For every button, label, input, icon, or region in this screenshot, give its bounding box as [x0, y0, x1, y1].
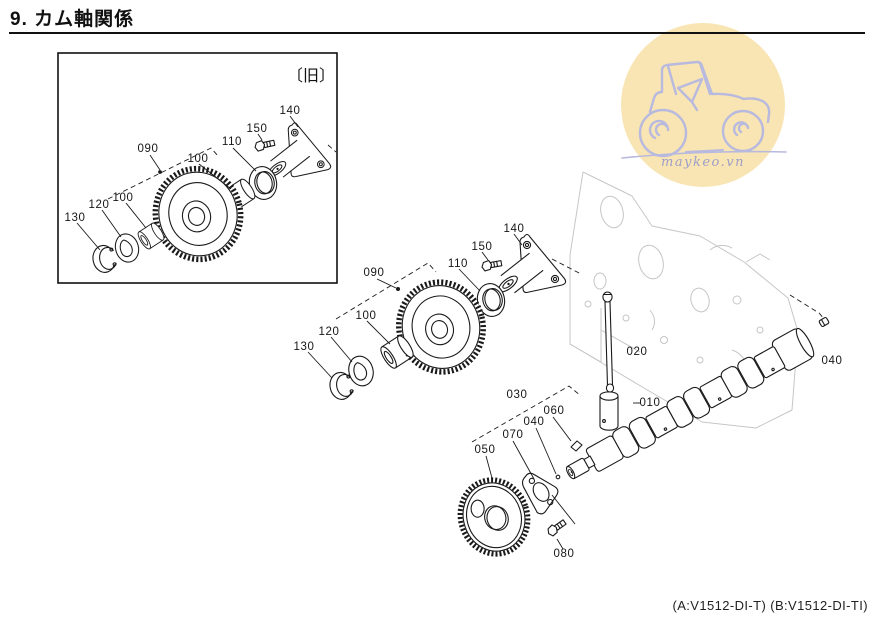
leader-lines [485, 402, 641, 550]
inset-old-version: 〔旧〕 130 120 100 090 100 110 150 140 [57, 52, 338, 284]
callout-010: 010 [640, 397, 661, 409]
inset-callouts: 130 120 100 090 100 110 150 140 [65, 105, 301, 224]
callout-090: 090 [364, 267, 385, 279]
callout-100: 100 [356, 310, 377, 322]
callout-140: 140 [280, 105, 301, 117]
callout-100a: 100 [188, 153, 209, 165]
callout-090: 090 [138, 143, 159, 155]
callout-070: 070 [503, 429, 524, 441]
main-callouts: 130 120 100 090 110 150 140 [294, 223, 525, 353]
shaft-center-mark [555, 474, 561, 480]
witness-line [327, 144, 337, 153]
callout-100b: 100 [113, 192, 134, 204]
witness-line [107, 147, 220, 200]
inset-tag-old: 〔旧〕 [287, 67, 335, 85]
leader-dot [158, 170, 162, 174]
push-rod-020 [602, 291, 615, 393]
witness-line [551, 258, 582, 275]
model-code-note: (A:V1512-DI-T) (B:V1512-DI-TI) [672, 598, 868, 613]
witness-line [789, 294, 827, 322]
camshaft-040 [565, 327, 815, 480]
callout-150: 150 [472, 241, 493, 253]
tractor-icon [621, 60, 787, 159]
tappet-010 [599, 391, 619, 431]
watermark-circle [621, 23, 785, 187]
idler-gear-assembly: 130 120 100 090 110 150 140 [294, 223, 582, 402]
callout-060: 060 [544, 405, 565, 417]
callout-080: 080 [554, 548, 575, 560]
camshaft-callouts: 030 060 040 070 050 080 010 020 040 [475, 346, 843, 560]
leader-lines [307, 233, 523, 379]
callout-110: 110 [448, 258, 468, 270]
watermark-logo: maykeo.vn [621, 23, 787, 187]
callout-140: 140 [504, 223, 525, 235]
callout-040: 040 [524, 416, 545, 428]
witness-line [335, 262, 437, 320]
callout-050: 050 [475, 444, 496, 456]
key-060 [570, 440, 583, 452]
callout-020: 020 [627, 346, 648, 358]
callout-130: 130 [65, 212, 86, 224]
camshaft-assembly: 030 060 040 070 050 080 010 020 040 [449, 291, 843, 565]
callout-120: 120 [319, 326, 340, 338]
leader-lines [76, 115, 299, 251]
callout-130: 130 [294, 341, 315, 353]
watermark-text: maykeo.vn [661, 155, 745, 170]
plug [818, 316, 830, 328]
callout-150: 150 [247, 123, 268, 135]
retaining-plate-070 [521, 472, 559, 515]
callout-040-end: 040 [822, 355, 843, 367]
callout-110: 110 [222, 136, 242, 148]
leader-dot [396, 287, 400, 291]
page-title: 9. カム軸関係 [10, 9, 135, 30]
callout-120: 120 [89, 199, 110, 211]
witness-line [471, 385, 582, 443]
callout-030: 030 [507, 389, 528, 401]
